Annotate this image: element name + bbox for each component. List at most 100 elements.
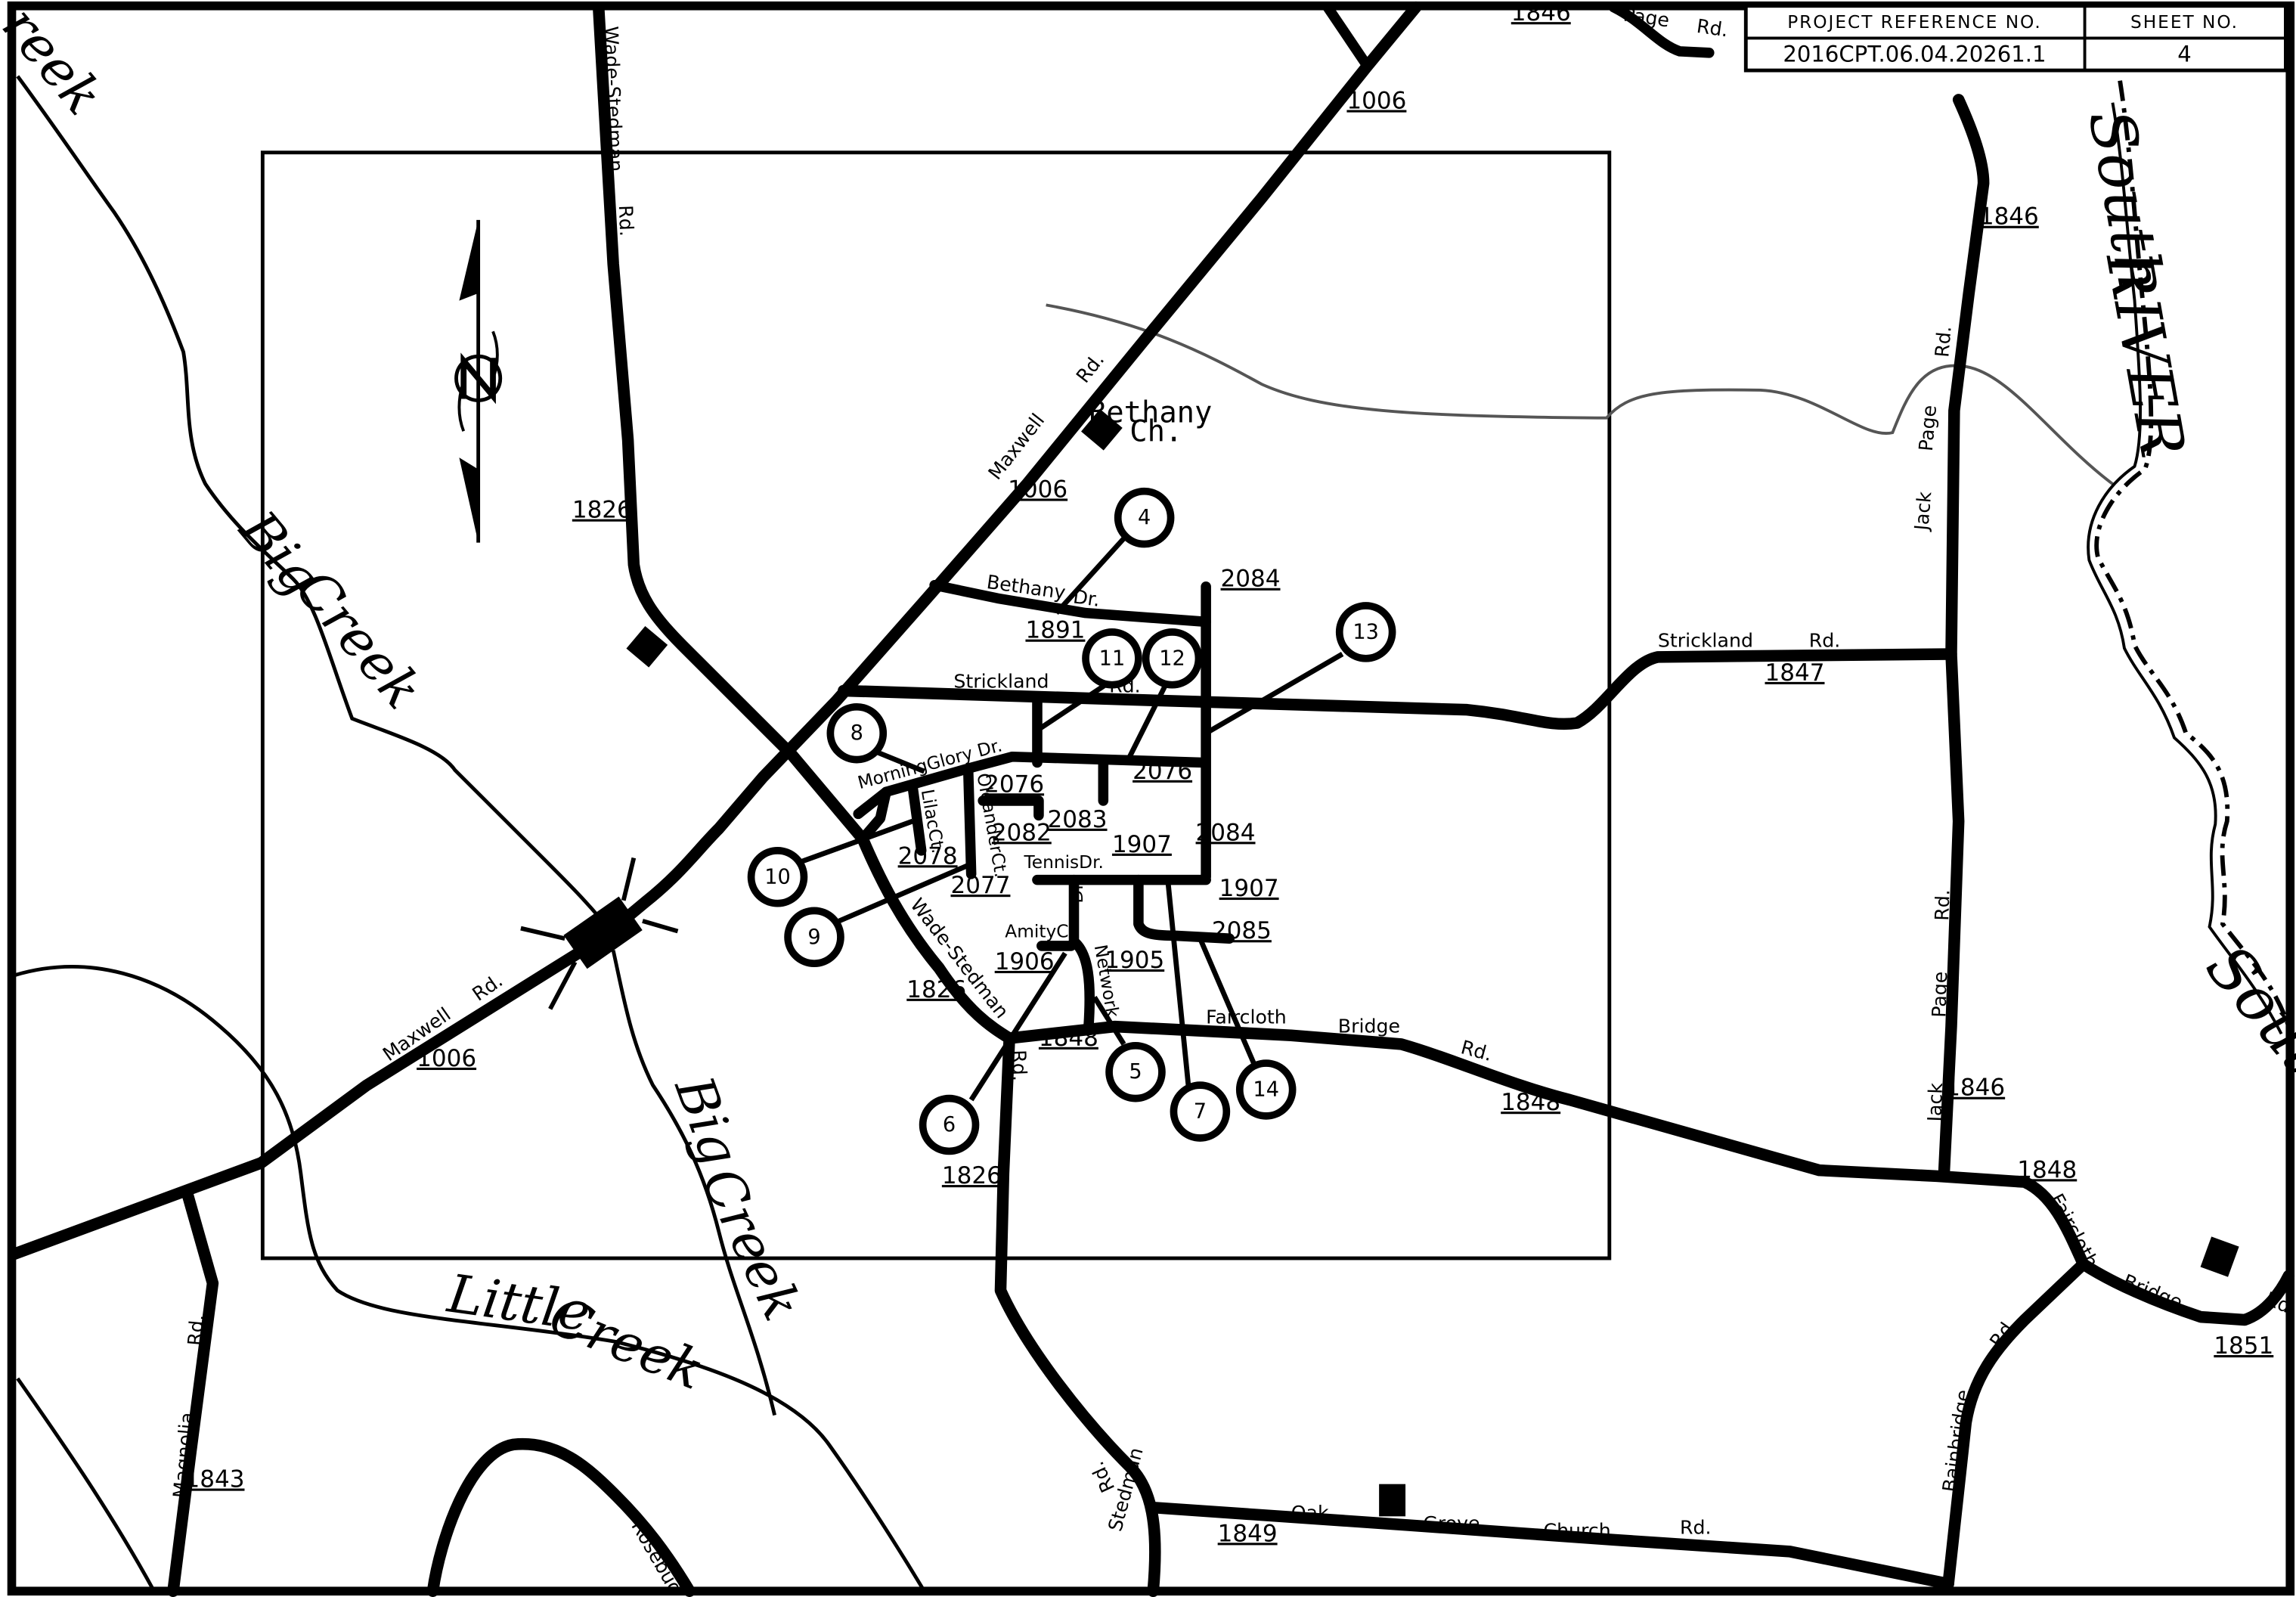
route-1006-top: 1006 bbox=[1346, 88, 1406, 115]
route-1848-left: 1848 bbox=[1039, 1025, 1098, 1052]
svg-text:7: 7 bbox=[1194, 1100, 1207, 1124]
callout-5[interactable]: 5 bbox=[1105, 1041, 1166, 1102]
route-1907-right: 1907 bbox=[1219, 875, 1279, 902]
road-network bbox=[8, 1, 2295, 1597]
rosebud-rd bbox=[426, 1437, 696, 1597]
svg-text:5: 5 bbox=[1129, 1060, 1142, 1084]
route-2083: 2083 bbox=[1048, 806, 1108, 833]
route-1006-mid: 1006 bbox=[1008, 476, 1067, 503]
big-creek-line bbox=[16, 75, 618, 940]
inset-frame bbox=[260, 150, 1612, 1261]
svg-text:4: 4 bbox=[1138, 506, 1151, 529]
building-icon-1 bbox=[626, 625, 668, 668]
amity-ct-label: AmityCt bbox=[1005, 921, 1075, 941]
callout-8[interactable]: 8 bbox=[826, 702, 888, 764]
network-dr-suffix: Dr. bbox=[1067, 879, 1087, 904]
tennis-dr-label: TennisDr. bbox=[1024, 852, 1104, 873]
callout-10[interactable]: 10 bbox=[747, 847, 808, 907]
leader-5 bbox=[1092, 995, 1126, 1046]
church-name: Bethany bbox=[1089, 396, 1213, 430]
big-creek-label-2: Creek bbox=[284, 559, 433, 721]
leader-6 bbox=[968, 951, 1067, 1102]
route-1826-mid: 1826 bbox=[906, 976, 966, 1003]
leader-13 bbox=[1204, 652, 1344, 736]
wade-stedman-top-label: Wade-Stedman bbox=[600, 26, 627, 172]
maxwell-upper-rd: Rd. bbox=[1072, 349, 1108, 387]
strickland-rd bbox=[838, 648, 1957, 730]
route-2084-top: 2084 bbox=[1221, 566, 1281, 593]
bethany-dr bbox=[929, 580, 1211, 628]
route-1826-upper: 1826 bbox=[572, 497, 632, 524]
route-2078: 2078 bbox=[898, 842, 958, 870]
oak-grove-church-rd bbox=[1147, 1501, 1954, 1590]
callout-7[interactable]: 7 bbox=[1170, 1081, 1231, 1142]
big-creek-lower-line bbox=[611, 950, 776, 1416]
faircloth-right-label: Faircloth bbox=[2046, 1190, 2103, 1272]
faircloth-bridge-rd bbox=[1003, 1020, 2295, 1326]
jack-page-rd bbox=[1938, 94, 1990, 1183]
bridge-icon bbox=[520, 857, 679, 1010]
big-creek-label-4: Creek bbox=[689, 1158, 813, 1329]
wade-stedman-rd bbox=[592, 1, 1161, 1597]
building-icon-3 bbox=[2200, 1236, 2239, 1277]
route-1906: 1906 bbox=[995, 948, 1055, 975]
strickland-right-label: Strickland bbox=[1658, 629, 1753, 651]
route-1843: 1843 bbox=[185, 1466, 245, 1493]
bethany-church-icon bbox=[1081, 408, 1123, 451]
project-ref-value: 2016CPT.06.04.20261.1 bbox=[1783, 41, 2046, 67]
jack-page-upper-page: Page bbox=[1915, 405, 1941, 452]
route-numbers: 1846 1006 1846 1826 1006 2084 1891 1847 … bbox=[185, 0, 2274, 1547]
callout-14[interactable]: 14 bbox=[1235, 1059, 1297, 1120]
south-river-line bbox=[2094, 80, 2291, 1028]
leader-7 bbox=[1165, 879, 1191, 1086]
north-arrow-icon bbox=[454, 219, 503, 543]
callout-6[interactable]: 6 bbox=[919, 1094, 980, 1155]
church-label: Church bbox=[1543, 1519, 1610, 1541]
faircloth-bridge-label-2: Bridge bbox=[1338, 1015, 1400, 1037]
project-ref-header: PROJECT REFERENCE NO. bbox=[1787, 12, 2041, 33]
svg-text:11: 11 bbox=[1099, 647, 1126, 670]
lilac-ct bbox=[907, 780, 927, 856]
route-2077: 2077 bbox=[950, 872, 1010, 899]
jack-page-upper-rd: Rd. bbox=[1931, 325, 1956, 358]
callout-9[interactable]: 9 bbox=[784, 907, 844, 968]
edge-creek-label: reek bbox=[0, 0, 114, 126]
oak-grove-rd: Rd. bbox=[1680, 1517, 1712, 1539]
route-1826-low: 1826 bbox=[942, 1162, 1002, 1189]
oleander-ct bbox=[962, 766, 977, 879]
bethany-dr-suffix: Dr. bbox=[1072, 585, 1102, 611]
network-dr bbox=[1068, 874, 1095, 1032]
callout-13[interactable]: 13 bbox=[1335, 602, 1396, 662]
svg-text:10: 10 bbox=[764, 865, 791, 888]
route-1905: 1905 bbox=[1105, 947, 1164, 974]
route-1847: 1847 bbox=[1765, 659, 1825, 687]
route-1849: 1849 bbox=[1218, 1520, 1278, 1547]
route-1848-mid: 1848 bbox=[1501, 1089, 1560, 1116]
svg-text:12: 12 bbox=[1159, 647, 1185, 670]
callout-4[interactable]: 4 bbox=[1114, 487, 1175, 548]
little-creek-label-2: Creek bbox=[541, 1285, 713, 1402]
building-icon-2 bbox=[1379, 1484, 1406, 1517]
sheet-header: SHEET NO. bbox=[2130, 12, 2239, 33]
wade-stedman-top-rd: Rd. bbox=[615, 205, 637, 237]
callout-11[interactable]: 11 bbox=[1082, 628, 1142, 689]
big-creek-label-3: Big bbox=[662, 1067, 751, 1174]
route-2084-mid: 2084 bbox=[1196, 819, 1256, 846]
leader-9 bbox=[838, 863, 970, 924]
jack-page-lower-jack: Jack bbox=[1923, 1082, 1947, 1124]
leader-12 bbox=[1124, 682, 1169, 764]
strickland-right-rd: Rd. bbox=[1809, 629, 1841, 651]
oak-label: Oak bbox=[1291, 1502, 1329, 1524]
magnolia-rd: Rd. bbox=[184, 1313, 209, 1347]
callout-12[interactable]: 12 bbox=[1142, 628, 1203, 689]
route-2076-left: 2076 bbox=[984, 771, 1044, 798]
creek-bottom-left bbox=[16, 1377, 156, 1592]
jack-page-upper-jack: Jack bbox=[1910, 491, 1936, 533]
route-2085: 2085 bbox=[1212, 917, 1272, 944]
svg-text:14: 14 bbox=[1253, 1078, 1279, 1101]
thin-stream bbox=[1046, 303, 2114, 485]
jack-page-lower-page: Page bbox=[1928, 971, 1951, 1018]
leader-11 bbox=[1036, 681, 1110, 733]
route-1846-jack-upper: 1846 bbox=[1979, 203, 2039, 231]
